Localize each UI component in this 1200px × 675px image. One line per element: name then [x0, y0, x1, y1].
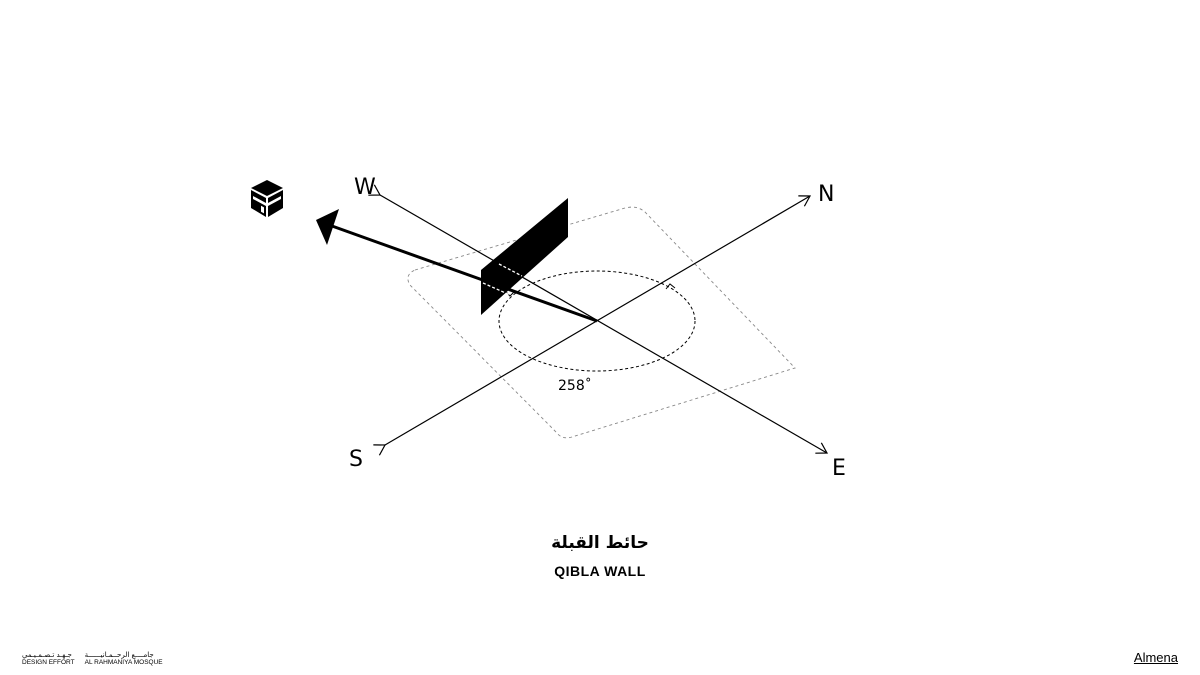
qibla-wall-hidden-edge	[482, 263, 523, 296]
caption-english: QIBLA WALL	[554, 563, 646, 579]
qibla-wall	[481, 198, 568, 315]
design-effort-logo: جـهـد تـصـمـيـمي DESIGN EFFORT	[22, 652, 75, 667]
kaaba-icon	[251, 180, 283, 217]
west-east-axis	[368, 184, 829, 454]
mosque-logo: جامــــع الرحــمـانيــــــة AL RAHMANIYA…	[85, 652, 163, 667]
design-effort-arabic: جـهـد تـصـمـيـمي	[22, 651, 72, 659]
caption-arabic: حائط القبلة	[551, 533, 649, 553]
east-label: E	[832, 456, 846, 481]
mosque-arabic: جامــــع الرحــمـانيــــــة	[84, 651, 154, 659]
south-label: S	[349, 447, 363, 472]
brand-logo: Almena	[1133, 650, 1178, 665]
mosque-english: AL RAHMANIYA MOSQUE	[84, 659, 163, 666]
qibla-direction-arrowhead	[316, 209, 339, 245]
footer-left: جـهـد تـصـمـيـمي DESIGN EFFORT جامــــع …	[22, 652, 163, 667]
angle-label: 258˚	[558, 377, 592, 394]
north-label: N	[818, 182, 834, 207]
design-effort-english: DESIGN EFFORT	[22, 659, 75, 666]
west-label: W	[354, 175, 376, 200]
qibla-direction-line	[331, 224, 598, 323]
